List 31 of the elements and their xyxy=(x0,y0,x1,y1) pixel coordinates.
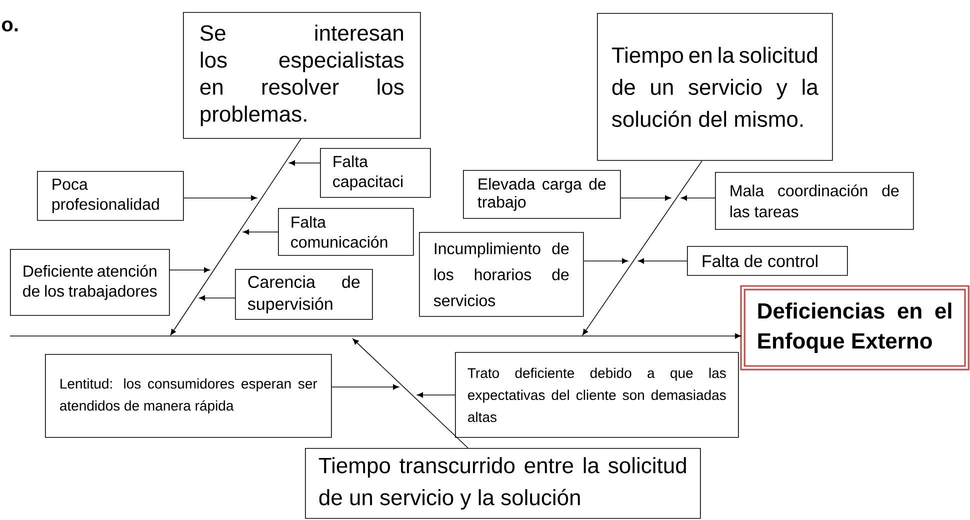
arrow xyxy=(331,384,399,390)
arrow xyxy=(243,229,278,235)
category-box: Se interesan los especialistas en resolver los problemas. xyxy=(183,12,421,139)
page-fragment-text: o. xyxy=(2,20,18,32)
bone-arrow xyxy=(352,338,468,448)
cause-box: Falta capacitaci xyxy=(320,148,431,198)
arrow xyxy=(183,195,257,201)
cause-box: Poca profesionalidad xyxy=(37,171,184,221)
category-box: Tiempo transcurrido entre la solicitud de un servicio y la solución xyxy=(305,448,701,519)
arrow xyxy=(583,258,628,264)
cause-box: Mala coordinación de las tareas xyxy=(715,172,914,230)
bone-arrow xyxy=(170,138,302,336)
category-box: Tiempo en la solicitud de un servicio y la solución del mismo. xyxy=(597,13,833,161)
cause-box: Deficiente atención de los trabajadores xyxy=(10,249,170,316)
arrow xyxy=(620,195,671,201)
arrow xyxy=(417,392,456,398)
arrow xyxy=(169,267,210,273)
spine-arrow xyxy=(10,333,741,339)
cause-box: Falta de control xyxy=(687,246,848,276)
bone-arrow xyxy=(582,160,702,336)
arrow xyxy=(638,258,688,264)
cause-box: Carencia de supervisión xyxy=(235,269,373,320)
arrow xyxy=(199,295,236,301)
cause-box: Trato deficiente debido a que las expectativas del cliente son demasiadas altas xyxy=(455,352,739,438)
cause-box: Falta comunicación xyxy=(278,208,414,256)
effect-box: Deficiencias en el Enfoque Externo xyxy=(740,285,970,370)
cause-box: Incumplimiento de los horarios de servicios xyxy=(419,232,584,317)
arrow xyxy=(289,160,320,166)
cause-box: Elevada carga de trabajo xyxy=(463,170,621,219)
cause-box: Lentitud: los consumidores esperan ser atendidos de manera rápida xyxy=(45,354,332,438)
arrow xyxy=(681,195,716,201)
